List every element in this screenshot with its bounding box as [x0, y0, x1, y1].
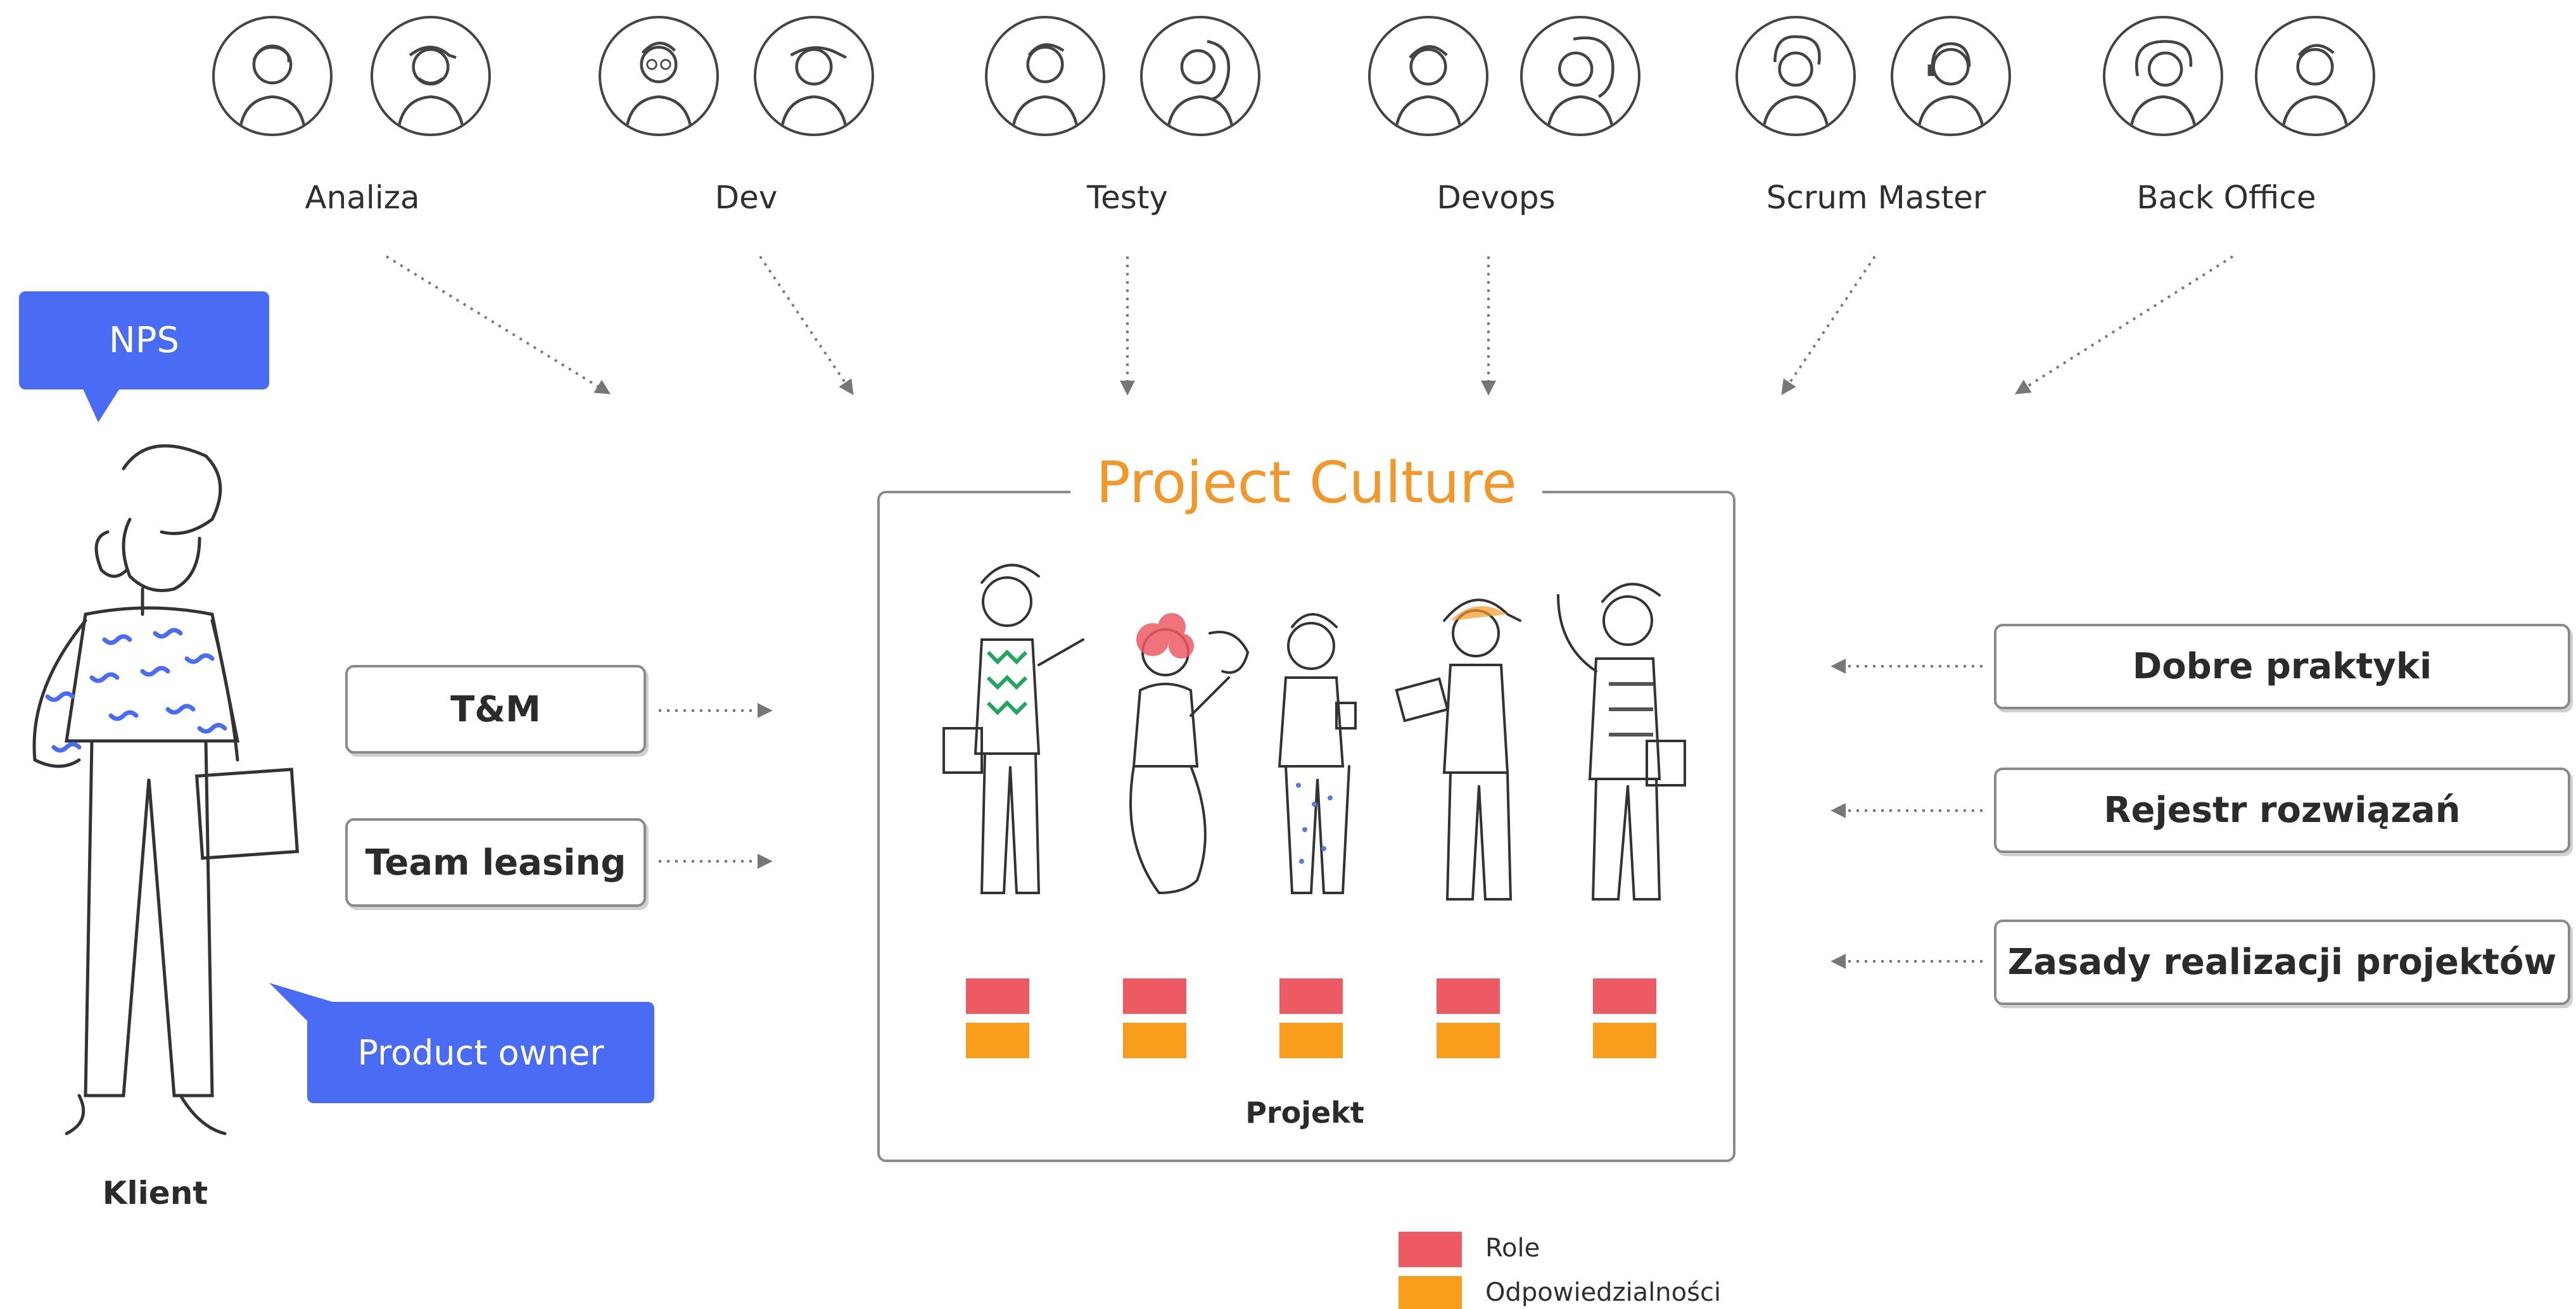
role-marker: [1593, 978, 1656, 1014]
person-avatar-icon: [985, 16, 1105, 136]
role-marker: [1123, 978, 1186, 1014]
responsibility-marker: [1593, 1023, 1656, 1058]
person-avatar-icon: [1368, 16, 1488, 136]
legend-role-swatch: [1399, 1232, 1462, 1267]
responsibility-marker: [1123, 1023, 1186, 1058]
person-avatar-icon: [2255, 16, 2375, 136]
role-marker: [966, 978, 1029, 1014]
product-owner-bubble-tail-icon: [269, 983, 333, 1034]
nps-label: NPS: [108, 320, 180, 361]
responsibility-marker: [966, 1023, 1029, 1058]
role-label-back-office: Back Office: [2136, 179, 2316, 216]
arrow-dev: [759, 255, 854, 395]
model-label-tm: T&M: [450, 688, 541, 730]
person-avatar-icon: [1735, 16, 1856, 136]
project-label: Projekt: [1245, 1096, 1364, 1130]
arrow-back-office: [2014, 255, 2234, 395]
person-avatar-icon: [1140, 16, 1260, 136]
role-label-devops: Devops: [1437, 179, 1556, 216]
project-culture-title: Project Culture: [1070, 450, 1542, 516]
practice-box-rejestr-rozwiazan: Rejestr rozwiązań: [1994, 768, 2570, 853]
arrow-analiza: [385, 255, 611, 395]
nps-bubble-tail-icon: [82, 388, 120, 422]
nps-bubble: NPS: [19, 291, 269, 389]
role-label-testy: Testy: [1086, 179, 1169, 216]
responsibility-marker: [1279, 1023, 1343, 1058]
practice-box-dobre-praktyki: Dobre praktyki: [1994, 624, 2570, 709]
person-avatar-icon: [2103, 16, 2223, 136]
model-box-team-leasing: Team leasing: [345, 818, 646, 907]
person-avatar-icon: [1520, 16, 1640, 136]
legend-role-label: Role: [1485, 1234, 1540, 1263]
role-label-scrum-master: Scrum Master: [1766, 179, 1986, 216]
practice-label: Rejestr rozwiązań: [2103, 790, 2461, 831]
legend-responsibility-label: Odpowiedzialności: [1485, 1278, 1722, 1307]
person-avatar-icon: [371, 16, 491, 136]
responsibility-marker: [1437, 1023, 1500, 1058]
arrow-scrum-master: [1781, 255, 1876, 395]
team-illustration-icon: [942, 564, 1686, 901]
role-marker: [1279, 978, 1343, 1014]
practice-label: Zasady realizacji projektów: [2007, 942, 2557, 983]
product-owner-label: Product owner: [357, 1032, 604, 1073]
practice-label: Dobre praktyki: [2132, 646, 2432, 687]
person-avatar-icon: [599, 16, 719, 136]
product-owner-bubble: Product owner: [307, 1002, 654, 1103]
client-label: Klient: [102, 1175, 208, 1211]
person-avatar-icon: [1891, 16, 2011, 136]
role-label-dev: Dev: [714, 179, 778, 216]
client-figure-icon: [32, 444, 300, 1135]
role-marker: [1437, 978, 1500, 1014]
practice-box-zasady-realizacji: Zasady realizacji projektów: [1994, 920, 2570, 1005]
role-label-analiza: Analiza: [305, 179, 420, 216]
person-avatar-icon: [212, 16, 333, 136]
legend-responsibility-swatch: [1399, 1276, 1462, 1309]
model-box-tm: T&M: [345, 665, 646, 754]
person-avatar-icon: [754, 16, 874, 136]
model-label-team-leasing: Team leasing: [365, 842, 626, 883]
